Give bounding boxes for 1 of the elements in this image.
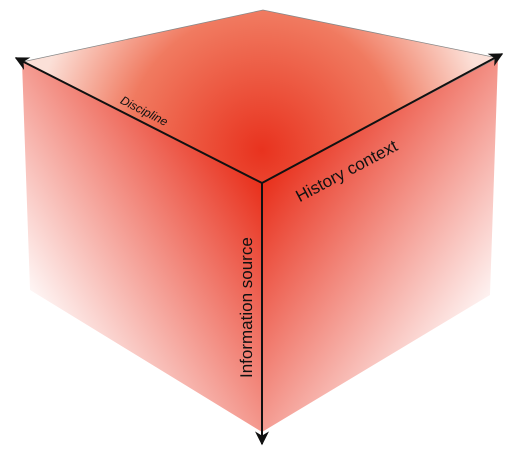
axis-label: Information source: [238, 237, 255, 378]
